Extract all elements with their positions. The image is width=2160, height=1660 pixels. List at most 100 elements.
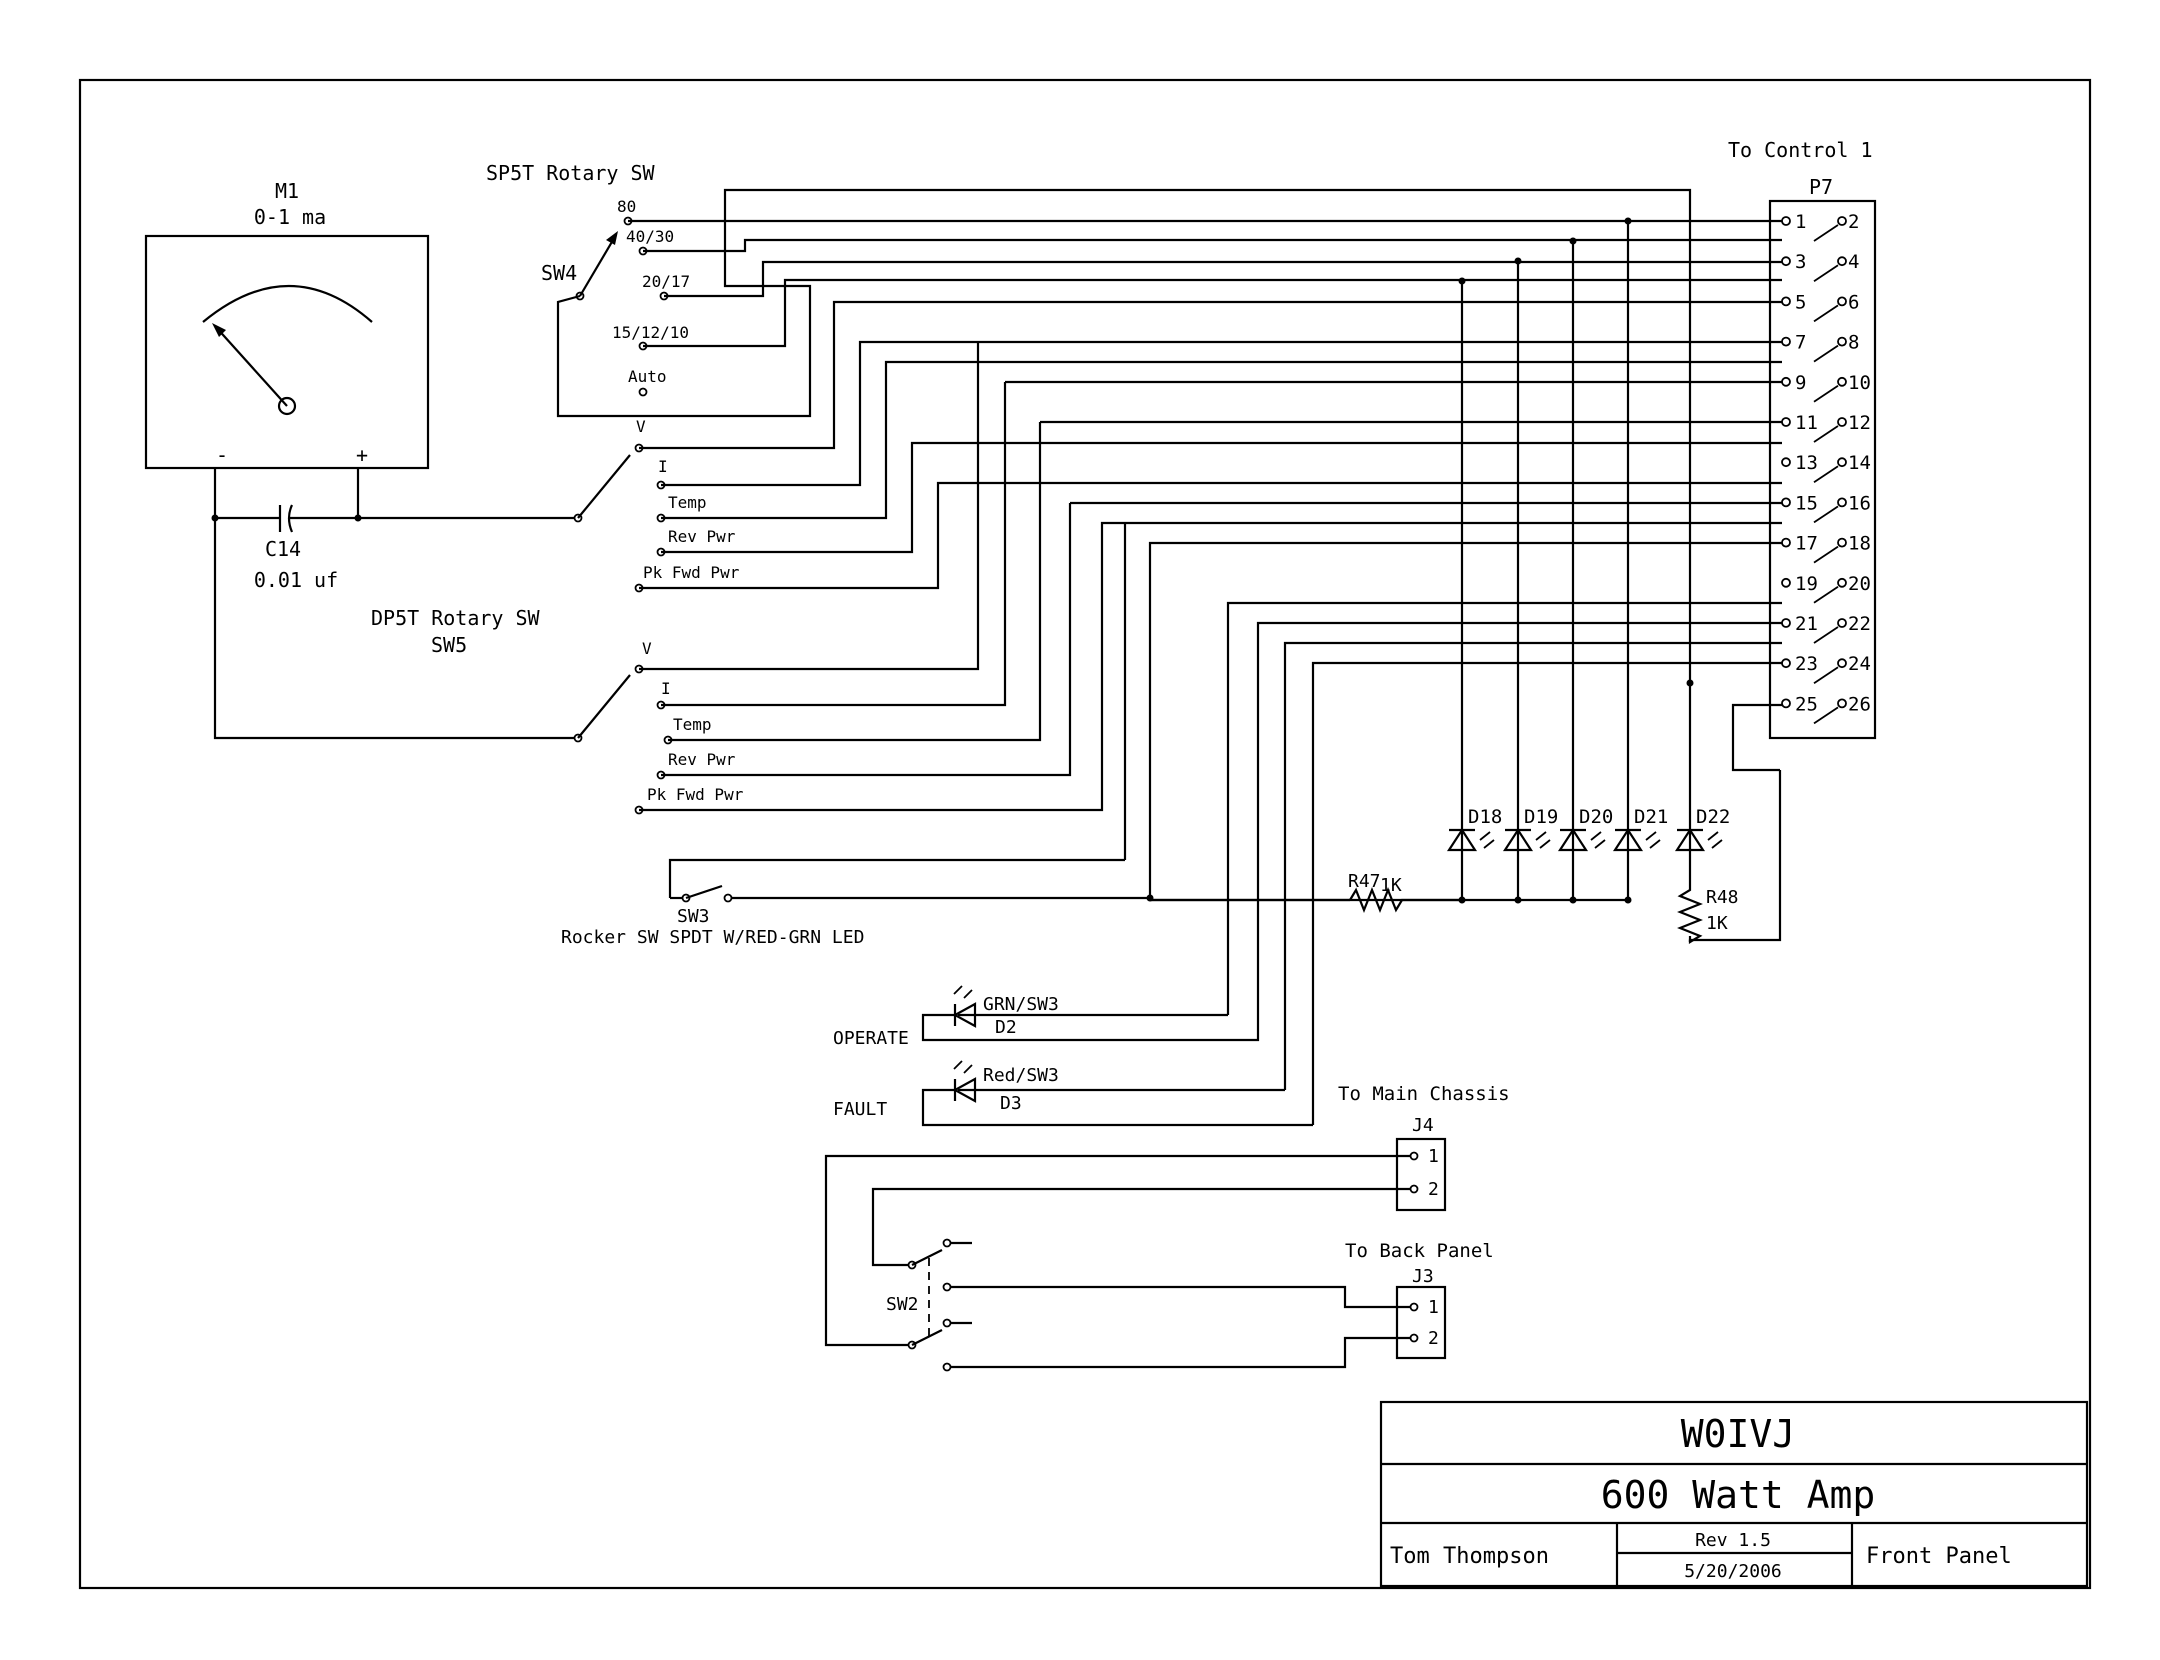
meter-m1: M1 0-1 ma - + (144, 179, 430, 470)
p7-pin-5 (1781, 296, 1791, 307)
p7-pin-3 (1781, 256, 1791, 267)
title-callsign: W0IVJ (1681, 1412, 1795, 1456)
indicator-operate: OPERATE GRN/SW3 D2 (833, 985, 1260, 1049)
p7-jumper (1813, 465, 1839, 483)
p7-pin-14 (1837, 457, 1847, 468)
j3-pin-2: 2 (1428, 1328, 1439, 1349)
p7-pin-17 (1781, 537, 1791, 548)
title-sheet: Front Panel (1866, 1544, 2012, 1569)
p7-pin-label-20: 20 (1848, 573, 1871, 595)
p7-ref: P7 (1809, 175, 1833, 199)
meter-minus: - (216, 443, 228, 467)
p7-pin-label-10: 10 (1848, 372, 1871, 394)
resistor-r47: R47 1K (1348, 871, 1462, 913)
p7-pin-9 (1781, 376, 1791, 387)
operate-led: GRN/SW3 (983, 994, 1059, 1015)
p7-jumper (1813, 304, 1839, 323)
fault-ref: D3 (1000, 1093, 1022, 1114)
led-d20: D20 (1557, 237, 1613, 904)
led-d19: D19 (1502, 257, 1558, 904)
p7-pin-10 (1837, 376, 1847, 387)
p7-pin-12 (1837, 417, 1847, 427)
sw5b-pos-i: I (661, 679, 671, 698)
p7-pin-label-4: 4 (1848, 251, 1859, 273)
p7-pin-7 (1781, 336, 1791, 347)
p7-pin-8 (1837, 336, 1847, 347)
p7-jumper (1813, 385, 1839, 403)
p7-pin-1 (1781, 216, 1791, 226)
p7-jumper (1813, 344, 1839, 363)
led-label: D20 (1579, 806, 1613, 828)
r48-value: 1K (1706, 913, 1728, 934)
j3-ref: J3 (1412, 1266, 1434, 1287)
p7-pin-label-25: 25 (1795, 693, 1818, 715)
meter-ref: M1 (275, 179, 299, 203)
p7-pin-label-8: 8 (1848, 332, 1859, 354)
switch-sw2: SW2 (824, 1154, 1410, 1372)
p7-pin-label-11: 11 (1795, 412, 1818, 434)
indicator-fault: FAULT Red/SW3 D3 (833, 1060, 1313, 1127)
title-block: W0IVJ 600 Watt Amp Tom Thompson Rev 1.5 … (1379, 1400, 2089, 1588)
p7-pin-label-24: 24 (1848, 653, 1871, 675)
sw5a-pos-temp: Temp (668, 493, 707, 512)
p7-pin-label-22: 22 (1848, 613, 1871, 635)
p7-caption: To Control 1 (1728, 138, 1873, 162)
led-label: D18 (1468, 806, 1502, 828)
p7-pin-2 (1837, 216, 1847, 226)
p7-pin-label-3: 3 (1795, 251, 1806, 273)
sw5a-pos-fwd: Pk Fwd Pwr (643, 563, 740, 582)
sw5b-pos-rev: Rev Pwr (668, 750, 736, 769)
p7-jumper (1813, 626, 1839, 644)
sw5-ref: SW5 (431, 633, 467, 657)
sw4-pos-auto: Auto (628, 367, 667, 386)
p7-pin-label-2: 2 (1848, 211, 1859, 233)
sw3-desc: Rocker SW SPDT W/RED-GRN LED (561, 927, 864, 948)
p7-pin-label-23: 23 (1795, 653, 1818, 675)
led-label: D22 (1696, 806, 1730, 828)
p7-pin-21 (1781, 618, 1791, 628)
p7-pin-18 (1837, 537, 1847, 548)
p7-pin-4 (1837, 256, 1847, 267)
j4-pin-2: 2 (1428, 1179, 1439, 1200)
sw5a-pos-i: I (658, 457, 668, 476)
p7-pin-label-16: 16 (1848, 492, 1871, 514)
p7-pin-label-1: 1 (1795, 211, 1806, 233)
p7-pin-label-17: 17 (1795, 533, 1818, 555)
led-d22: D22 (1674, 679, 1730, 860)
led-d21: D21 (1612, 217, 1668, 904)
p7-jumper (1813, 586, 1839, 604)
capacitor-c14: C14 0.01 uf (211, 468, 578, 740)
p7-pin-16 (1837, 497, 1847, 508)
capacitor-value: 0.01 uf (254, 568, 338, 592)
p7-jumper (1813, 264, 1839, 282)
switch-sw5-deck-a: V I Temp Rev Pwr Pk Fwd Pwr (573, 300, 1782, 593)
p7-pin-label-5: 5 (1795, 291, 1806, 313)
p7-pin-label-7: 7 (1795, 332, 1806, 354)
resistor-r48: R48 1K (1677, 703, 1782, 944)
title-author: Tom Thompson (1390, 1544, 1549, 1569)
switch-sw4: SP5T Rotary SW SW4 80 40/30 20/17 15/12/… (486, 161, 1782, 680)
sw3-ref: SW3 (677, 906, 710, 927)
j3-pin-1: 1 (1428, 1297, 1439, 1318)
p7-pin-22 (1837, 618, 1847, 628)
p7-pin-25 (1781, 698, 1791, 709)
sw5b-pos-temp: Temp (673, 715, 712, 734)
sw4-pos-40-30: 40/30 (626, 227, 674, 246)
connector-j4: To Main Chassis J4 1 2 (1338, 1083, 1510, 1212)
j4-pin-1: 1 (1428, 1146, 1439, 1167)
p7-jumper (1813, 706, 1839, 725)
meter-range: 0-1 ma (254, 205, 326, 229)
r48-ref: R48 (1706, 887, 1739, 908)
p7-pin-19 (1781, 577, 1791, 588)
sw4-ref: SW4 (541, 261, 577, 285)
led-label: D19 (1524, 806, 1558, 828)
r47-value: 1K (1380, 875, 1402, 896)
fault-led: Red/SW3 (983, 1065, 1059, 1086)
led-d18: D18 (1446, 277, 1502, 904)
operate-ref: D2 (995, 1017, 1017, 1038)
p7-feed-wires (1005, 380, 1782, 1125)
p7-jumper (1813, 505, 1839, 524)
p7-pin-26 (1837, 698, 1847, 709)
p7-pin-15 (1781, 497, 1791, 508)
